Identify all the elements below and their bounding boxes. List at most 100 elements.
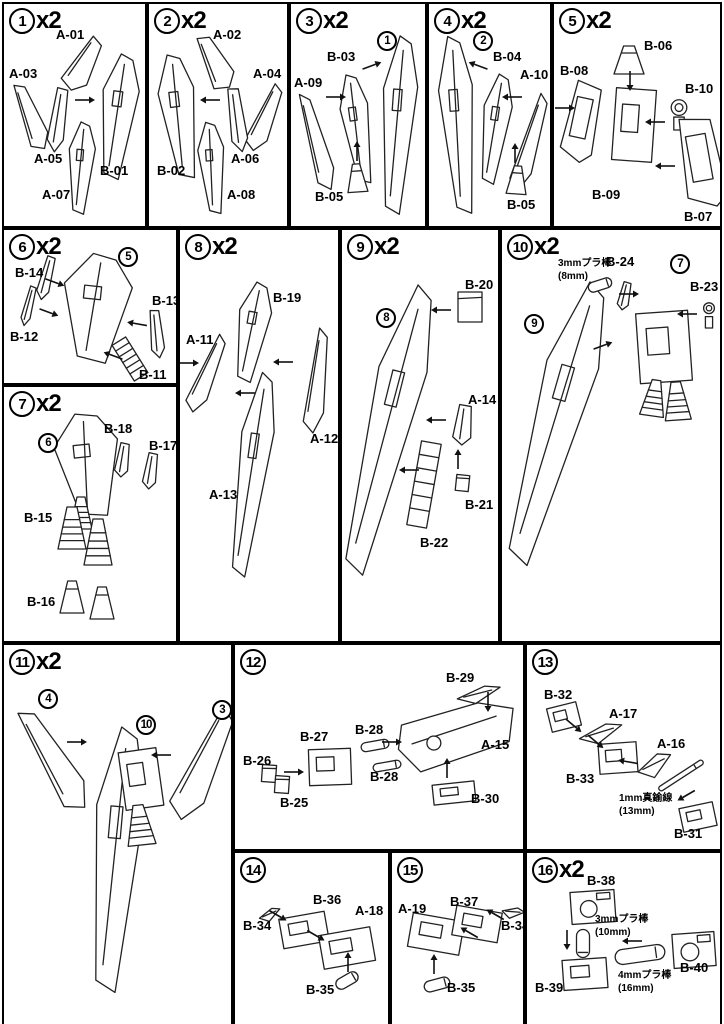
material-note-line: 3mmプラ棒	[558, 258, 612, 269]
part-label: A-06	[231, 151, 260, 166]
assembly-arrow	[39, 308, 59, 317]
assembly-arrow	[443, 758, 451, 778]
part-label: A-12	[310, 431, 339, 446]
part-shape	[244, 83, 283, 152]
part-label: B-07	[684, 209, 713, 224]
part-label: B-20	[465, 277, 494, 292]
part-label: B-35	[447, 980, 476, 995]
part-shape	[237, 281, 273, 384]
part-label: A-01	[56, 27, 85, 42]
part-label: B-21	[465, 497, 494, 512]
assembly-arrow	[563, 930, 571, 950]
part-label: B-03	[327, 49, 356, 64]
part-label: A-13	[209, 487, 238, 502]
assembly-arrow	[677, 310, 697, 318]
parts-diagram	[180, 281, 328, 578]
material-note: 3mmプラ棒(10mm)	[595, 913, 648, 939]
subassembly-ref: 3	[212, 700, 231, 720]
assembly-arrow	[593, 341, 613, 350]
part-shape	[197, 121, 225, 215]
part-shape	[307, 747, 353, 787]
subassembly-ref: 9	[524, 314, 544, 334]
part-label: B-06	[644, 38, 673, 53]
step-number: 7	[9, 391, 35, 417]
part-label: B-32	[544, 687, 573, 702]
part-label: B-16	[27, 594, 56, 609]
part-label: B-28	[370, 769, 399, 784]
part-shape	[157, 54, 196, 179]
part-shape	[702, 302, 716, 329]
part-label: B-30	[471, 791, 500, 806]
part-shape	[637, 753, 672, 779]
part-label: B-23	[690, 279, 719, 294]
parts-diagram	[545, 701, 718, 833]
part-label: A-05	[34, 151, 63, 166]
assembly-arrow	[268, 909, 287, 921]
step-quantity: x2	[534, 233, 560, 260]
assembly-arrow	[430, 954, 438, 974]
part-shape	[406, 440, 442, 529]
part-shape	[452, 403, 472, 446]
part-label: B-13	[152, 293, 178, 308]
assembly-arrow	[431, 306, 451, 314]
part-label: A-02	[213, 27, 242, 42]
part-shape	[437, 35, 473, 214]
assembly-arrow	[626, 71, 634, 91]
part-label: B-15	[24, 510, 53, 525]
part-shape	[587, 277, 613, 293]
parts-diagram	[17, 706, 231, 994]
part-label: B-22	[420, 535, 449, 550]
subassembly-ref: 10	[136, 715, 156, 735]
step-header: 12	[240, 649, 266, 675]
assembly-arrow	[555, 104, 575, 112]
part-shape	[68, 121, 97, 215]
step-number: 15	[397, 857, 423, 883]
subassembly-ref: 7	[670, 254, 690, 274]
assembly-arrow	[460, 927, 479, 939]
part-label: A-18	[355, 903, 384, 918]
part-shape	[17, 712, 86, 808]
part-label: B-04	[493, 49, 522, 64]
assembly-arrow	[399, 466, 419, 474]
parts-diagram	[298, 35, 419, 215]
part-label: B-01	[100, 163, 129, 178]
part-label: B-34	[243, 918, 272, 933]
part-label: B-02	[157, 163, 186, 178]
part-shape	[258, 907, 281, 923]
step-quantity: x2	[374, 233, 400, 260]
part-shape	[501, 907, 523, 919]
part-label: B-36	[313, 892, 342, 907]
part-shape	[83, 518, 113, 566]
part-shape	[610, 87, 658, 163]
part-label: B-10	[685, 81, 714, 96]
part-label: B-35	[306, 982, 335, 997]
assembly-arrow	[484, 692, 492, 712]
assembly-arrow	[45, 278, 65, 287]
part-label: A-17	[609, 706, 638, 721]
step-number: 6	[9, 234, 35, 260]
part-shape	[89, 586, 115, 620]
part-shape	[575, 928, 591, 959]
assembly-arrow	[353, 141, 361, 161]
assembly-arrow	[511, 143, 519, 163]
part-shape	[347, 163, 369, 194]
step-quantity: x2	[559, 856, 585, 883]
parts-diagram	[258, 907, 377, 990]
part-shape	[302, 327, 328, 434]
step-number: 5	[559, 8, 585, 34]
part-shape	[260, 763, 278, 784]
part-shape	[678, 118, 720, 207]
assembly-arrow	[326, 93, 346, 101]
parts-diagram	[561, 888, 717, 992]
assembly-arrow	[75, 96, 95, 104]
